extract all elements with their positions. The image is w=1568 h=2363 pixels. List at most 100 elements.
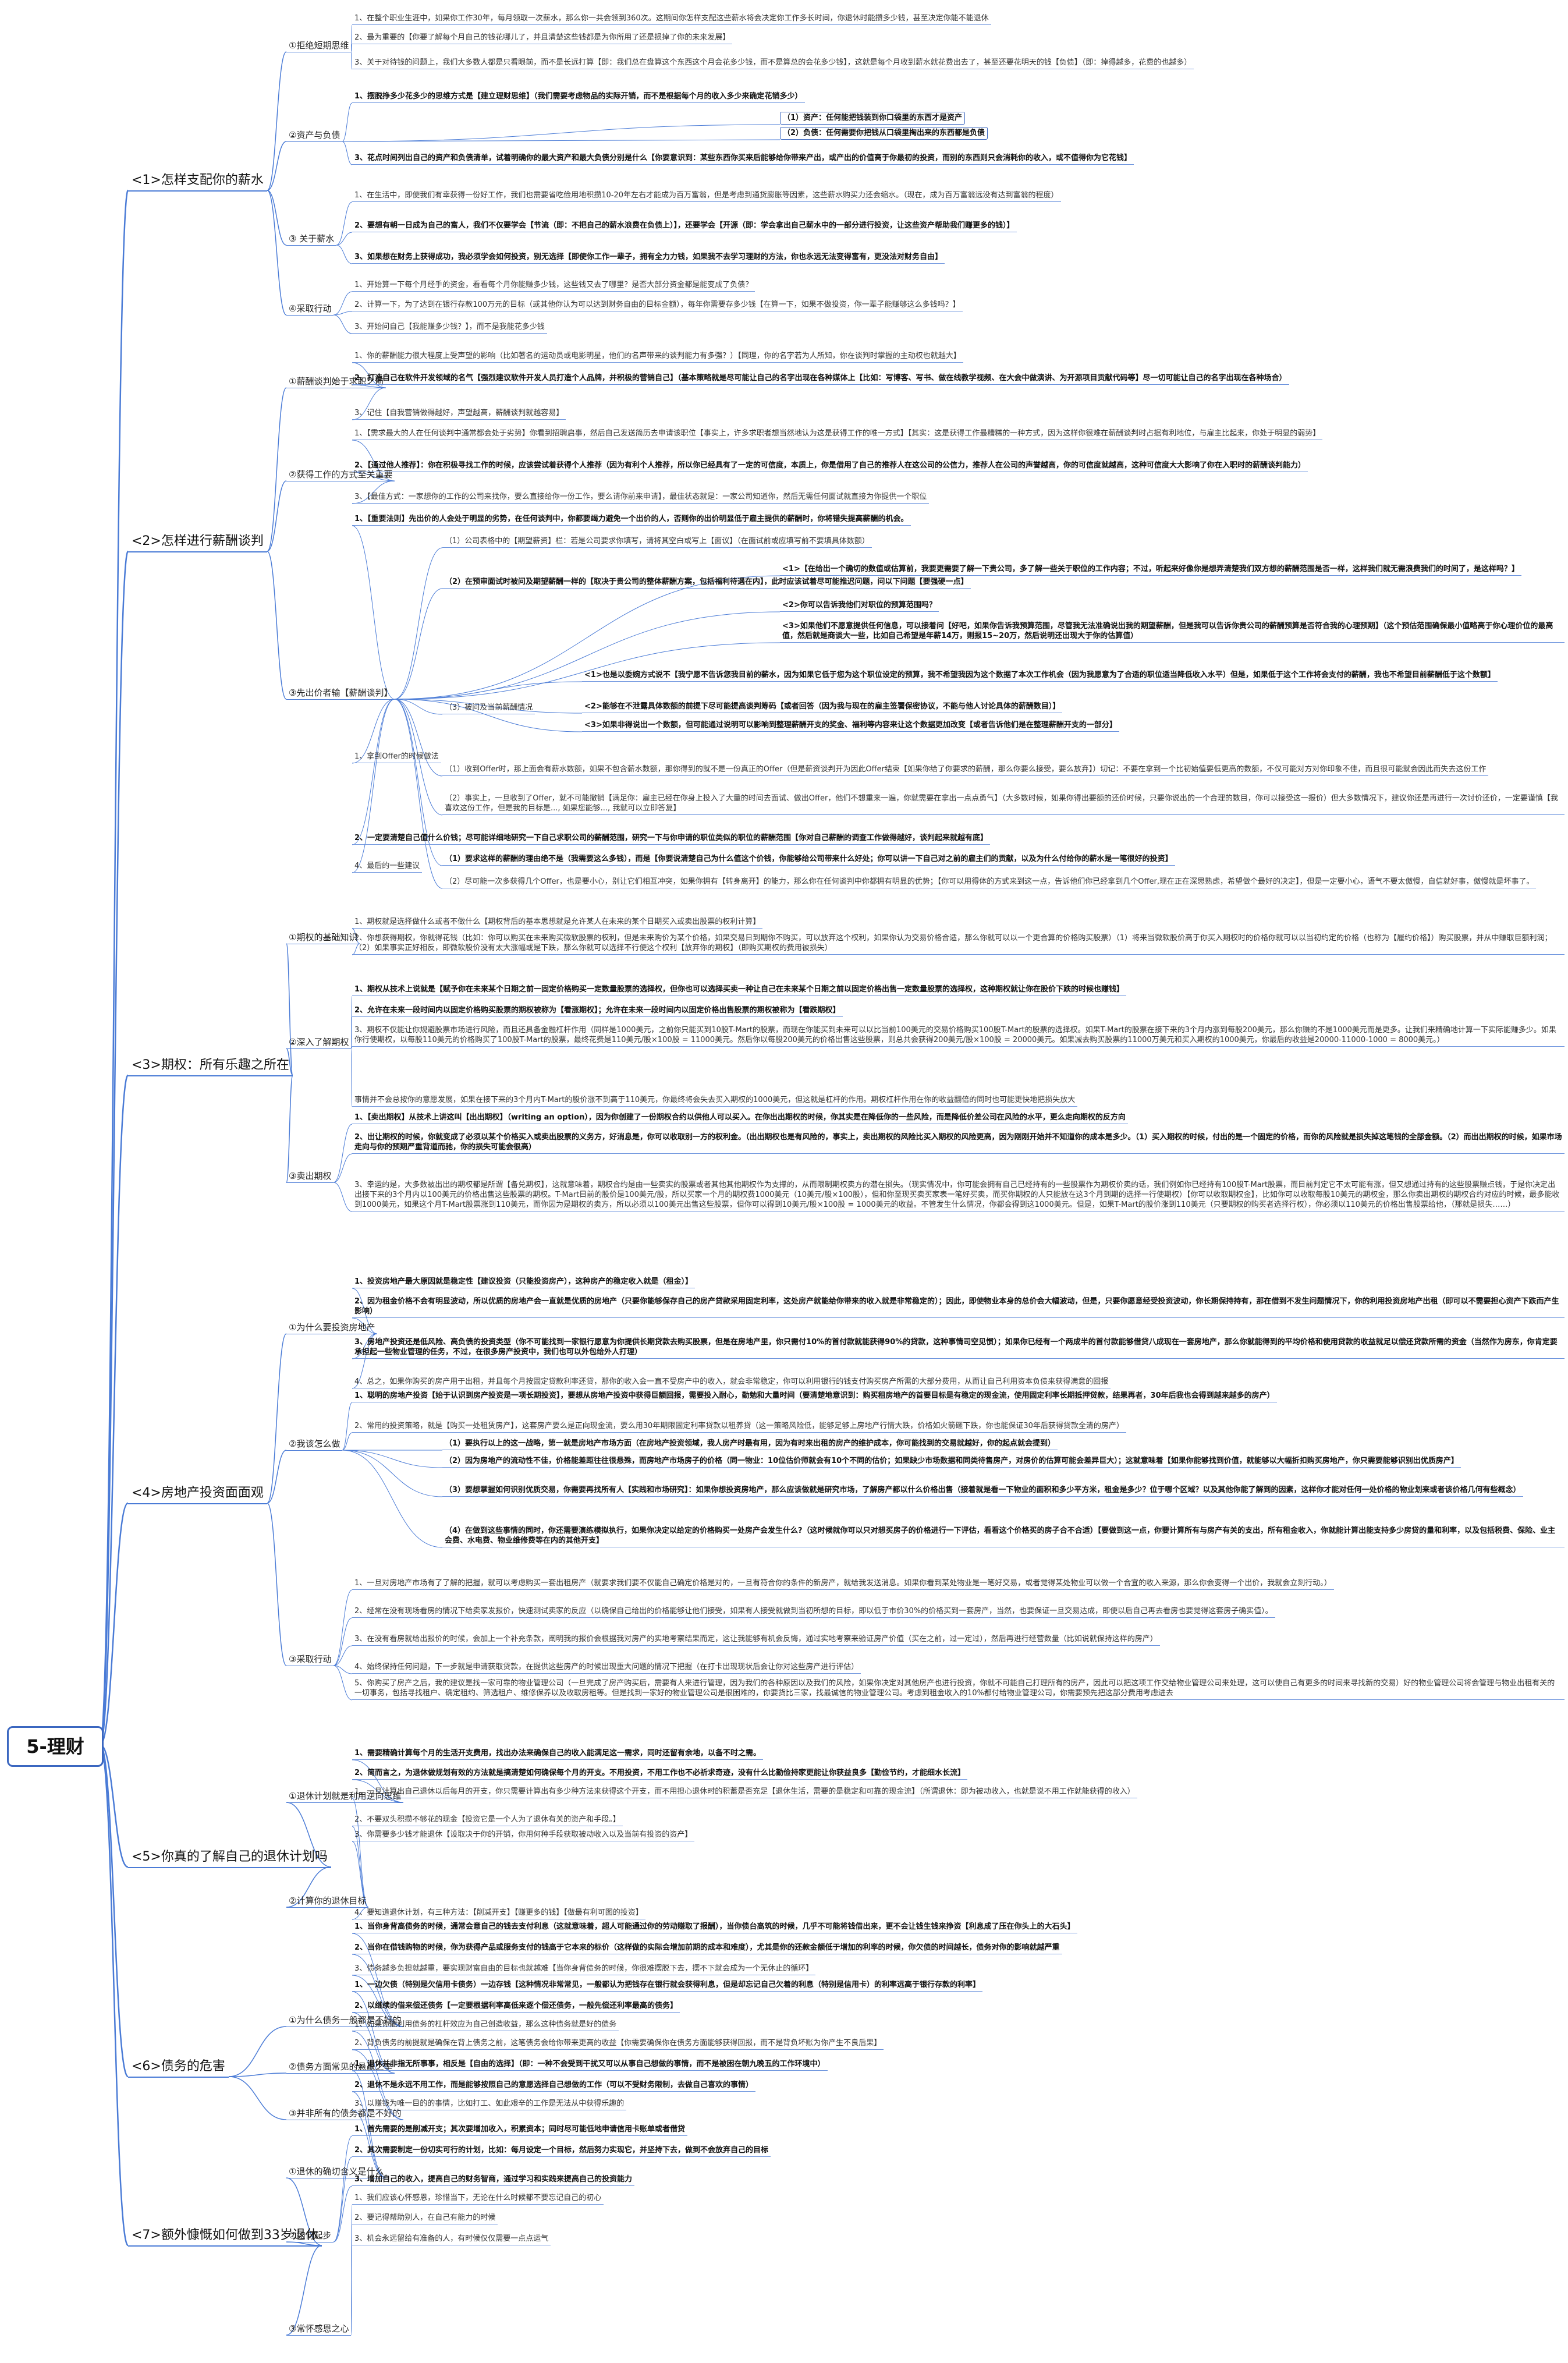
- subtopic-node: ①退休的确切含义是什么: [286, 2165, 386, 2178]
- connector-line: [333, 2156, 353, 2242]
- connector-line: [267, 51, 287, 191]
- leaf-note: （2）事实上，一旦收到了Offer，就不可能撤销【满足你：雇主已经在你身上投入了…: [442, 793, 1565, 815]
- subtopic-node: ②如何起步: [286, 2229, 334, 2242]
- section-node: <1>怎样支配你的薪水: [128, 171, 267, 192]
- connector-line: [286, 943, 293, 1076]
- connector-line: [352, 1759, 404, 1803]
- connector-line: [286, 1802, 332, 1868]
- connector-line: [286, 1048, 293, 1076]
- leaf-note: 2、经常在没有现场看房的情况下给卖家发报价，快速测试卖家的反应（以确保自己给出的…: [352, 1606, 1275, 1618]
- leaf-note: <1>也是以委婉方式说不【我宁愿不告诉您我目前的薪水，因为如果它低于您为这个职位…: [582, 669, 1498, 682]
- leaf-note: 1、在生活中，即使我们有幸获得一份好工作，我们也需要省吃俭用地积攒10-20年左…: [352, 190, 1061, 202]
- connector-line: [267, 387, 287, 552]
- section-node: <4>房地产投资面面观: [128, 1483, 267, 1504]
- connector-line: [267, 190, 287, 246]
- connector-line: [267, 190, 287, 316]
- subtopic-node: ①退休计划就是利用逆向思维: [286, 1790, 404, 1803]
- leaf-note: （2）在预审面试时被问及期望薪酬一样的【取决于贵公司的整体薪酬方案，包括福利待遇…: [442, 576, 971, 589]
- connector-line: [336, 232, 353, 246]
- leaf-note: 2、当你在借钱购物的时候，你为获得产品或服务支付的钱高于它本来的标价（这样做的实…: [352, 1942, 1062, 1954]
- leaf-note: 3、期权不仅能让你规避股票市场进行风险，而且还具备金融杠杆作用（同样是1000美…: [352, 1025, 1565, 1047]
- section-node: <2>怎样进行薪酬谈判: [128, 532, 267, 552]
- leaf-note: （1）要执行以上的这一战略，第一就是房地产市场方面（在房地产投资领域，我人房产时…: [442, 1438, 1058, 1450]
- subtopic-node: ②深入了解期权: [286, 1036, 352, 1049]
- leaf-note: 4、始终保持任何问题，下一步就是申请获取贷款，在提供这些房产的时候出现重大问题的…: [352, 1661, 861, 1674]
- connector-line: [99, 1744, 129, 2247]
- connector-line: [333, 1665, 353, 1674]
- connector-line: [352, 699, 395, 873]
- connector-line: [352, 928, 360, 944]
- leaf-note: 1、【需求最大的人在任何谈判中通常都会处于劣势】你看到招聘启事，然后自己发送简历…: [352, 428, 1323, 440]
- connector-line: [286, 2245, 322, 2336]
- connector-line: [352, 1333, 378, 1389]
- leaf-note: 3、在没有看房就给出报价的时候，会加上一个补充条款，阐明我的报价会根据我对房产的…: [352, 1634, 1160, 1646]
- connector-line: [394, 588, 443, 700]
- leaf-note: 4、要知道退休计划，有三种方法：【削减开支】【赚更多的钱】【做最有利可图的投资】: [352, 1907, 645, 1919]
- leaf-note: 5、你购买了房产之后，我的建议是找一家可靠的物业管理公司（一旦完成了房产购买后，…: [352, 1678, 1565, 1700]
- leaf-note: 1、退休并非指无所事事，相反是【自由的选择】（即：一种不会受到干扰又可以从事自己…: [352, 2059, 828, 2071]
- subtopic-node: ②计算你的退休目标: [286, 1894, 369, 1908]
- connector-line: [394, 699, 443, 777]
- leaf-note: 1、一边欠债（特别是欠信用卡债务）一边存钱【这种情况非常常见，一般都认为把钱存在…: [352, 1979, 983, 1992]
- leaf-note: 1、一旦计算出自己退休以后每月的开支，你只需要计算出有多少种方法来获得这个开支，…: [352, 1786, 1137, 1798]
- connector-line: [333, 1665, 353, 1700]
- connector-line: [342, 141, 353, 165]
- subtopic-node: ①期权的基础知识: [286, 931, 360, 944]
- leaf-note: （2）因为房地产的流动性不佳，价格能差距往往很悬殊，而房地产市场房子的价格（同一…: [442, 1455, 1461, 1468]
- connector-line: [99, 189, 129, 1746]
- leaf-note: 1、摆脱挣多少花多少的思维方式是【建立理财思维】（我们需要考虑物品的实际开销，而…: [352, 91, 805, 103]
- leaf-note: 3、关于对待钱的问题上，我们大多数人都是只看眼前，而不是长远打算【即：我们总在盘…: [352, 57, 1194, 69]
- connector-line: [333, 1182, 353, 1212]
- connector-line: [350, 1048, 353, 1107]
- connector-line: [394, 699, 583, 732]
- connector-line: [333, 2135, 353, 2242]
- connector-line: [342, 1450, 443, 1548]
- connector-line: [228, 2076, 287, 2120]
- leaf-note: 3、你需要多少钱才能退休【设取决于你的开销，你用何种手段获取被动收入以及当前有投…: [352, 1829, 695, 1841]
- leaf-note: 2、以继续的借来偿还债务【一定要根据利率高低来逐个偿还债务，一般先偿还利率最高的…: [352, 2000, 680, 2013]
- subtopic-node: ①为什么债务一般都是不好的: [286, 2014, 404, 2027]
- connector-line: [286, 1866, 332, 1908]
- connector-line: [342, 124, 781, 142]
- leaf-note: 3、【最佳方式：一家想你的工作的公司来找你，要么直接给你一份工作，要么请你前来申…: [352, 491, 930, 504]
- connector-line: [333, 1124, 353, 1183]
- connector-line: [342, 1450, 443, 1497]
- connector-line: [350, 1046, 353, 1049]
- connector-line: [286, 1075, 293, 1183]
- leaf-note: 1、当你身背高债务的时候，通常会意自己的钱去支付利息（这就意味着，超人可能通过你…: [352, 1921, 1077, 1933]
- connector-line: [352, 1779, 404, 1803]
- connector-line: [394, 699, 443, 889]
- root-node: 5-理财: [7, 1726, 104, 1767]
- leaf-note: 1、我们应该心怀感恩，珍惜当下，无论在什么时候都不要忘记自己的初心: [352, 2192, 604, 2205]
- leaf-note: 3、机会永远留给有准备的人，有时候仅仅需要一点点运气: [352, 2233, 551, 2245]
- subtopic-node: ①拒绝短期思维: [286, 39, 352, 52]
- leaf-note: <3>如果非得说出一个数额，但可能通过说明可以影响到整理薪酬开支的奖金、福利等内…: [582, 720, 1119, 732]
- connector-line: [352, 440, 395, 481]
- connector-line: [99, 1502, 129, 1746]
- connector-line: [333, 1645, 353, 1666]
- subtopic-node: ③先出价者输【薪酬谈判】: [286, 686, 395, 700]
- subtopic-node: ②我该怎么做: [286, 1437, 343, 1451]
- leaf-note: 1、【重要法则】先出价的人会处于明显的劣势，在任何谈判中，你都要竭力避免一个出价…: [352, 513, 911, 526]
- connector-line: [394, 547, 443, 700]
- connector-line: [333, 2185, 353, 2242]
- leaf-note: 1、首先需要的是削减开支；其次要增加收入，积累资本；同时尽可能低地申请信用卡账单…: [352, 2124, 688, 2136]
- section-node: <7>额外慷慨如何做到33岁退休: [128, 2226, 322, 2247]
- connector-line: [352, 362, 386, 388]
- connector-line: [352, 2091, 386, 2178]
- connector-line: [336, 201, 353, 246]
- connector-line: [228, 2073, 287, 2077]
- leaf-note: 事情并不会总按你的意愿发展，如果在接下来的3个月内T-Mart的股价涨不到高于1…: [352, 1094, 1078, 1107]
- connector-line: [352, 1317, 378, 1334]
- connector-line: [352, 1826, 369, 1908]
- leaf-note: 1、【卖出期权】从技术上讲这叫【出出期权】（writing an option）…: [352, 1112, 1128, 1124]
- connector-line: [352, 1288, 378, 1334]
- connector-line: [352, 1954, 404, 2027]
- connector-line: [342, 1402, 353, 1451]
- leaf-note: 2、允许在未来一段时间内以固定价格购买股票的期权被称为【看涨期权】；允许在未来一…: [352, 1005, 843, 1017]
- subtopic-node: ③卖出期权: [286, 1170, 334, 1183]
- leaf-note: （1）收到Offer时，那上面会有薪水数额，如果不包含薪水数额，那你得到的就不是…: [442, 764, 1489, 776]
- subtopic-node: ②债务方面常见的悬赢之举: [286, 2060, 395, 2074]
- leaf-note: （2）负债：任何需要你把钱从口袋里掏出来的东西都是负债: [780, 127, 988, 140]
- connector-line: [99, 1074, 129, 1746]
